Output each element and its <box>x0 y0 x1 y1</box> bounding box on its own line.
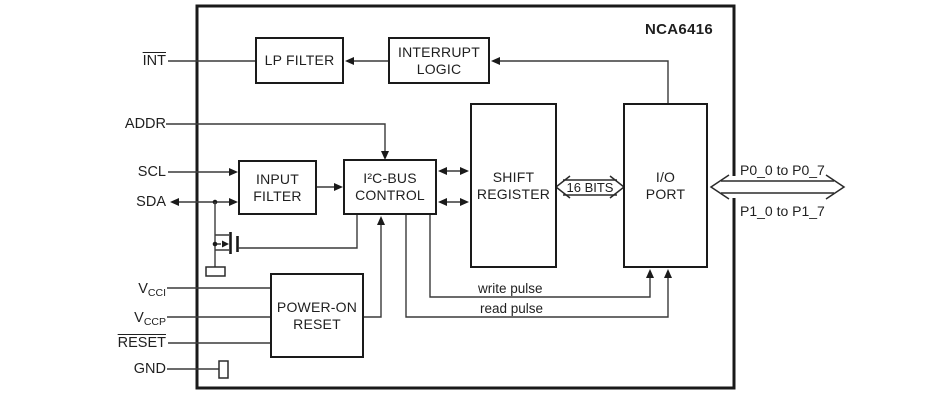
pin-label-vcci: VCCI <box>112 280 166 302</box>
bus-width-label: 16 BITS <box>566 180 614 195</box>
mosfet-symbol <box>205 202 358 277</box>
pin-label-int: INT <box>112 52 166 70</box>
sda-wire <box>170 198 238 206</box>
pin-label-gnd: GND <box>112 360 166 378</box>
port-bus-arrow <box>709 174 846 200</box>
pin-label-int-text: INT <box>142 53 166 69</box>
read-pulse-wire <box>405 215 672 318</box>
gnd-wire <box>167 360 229 379</box>
block-io-port: I/O PORT <box>623 103 708 268</box>
block-shift-register: SHIFT REGISTER <box>470 103 557 268</box>
substrate-terminal <box>205 266 226 277</box>
ioport-to-intlogic-wire <box>491 57 669 103</box>
block-power-on-reset: POWER-ON RESET <box>270 273 364 358</box>
intlogic-to-lpfilter-wire <box>345 57 388 65</box>
pin-label-scl: SCL <box>112 163 166 181</box>
addr-wire <box>166 123 389 160</box>
block-i2c-bus-control: I²C-BUS CONTROL <box>343 159 437 215</box>
write-pulse-label: write pulse <box>478 281 543 296</box>
block-input-filter-label: INPUT FILTER <box>253 170 302 204</box>
write-pulse-wire <box>429 215 654 298</box>
pin-label-sda: SDA <box>112 193 166 211</box>
port-label-p1: P1_0 to P1_7 <box>740 203 825 219</box>
pin-label-addr-text: ADDR <box>124 116 166 132</box>
block-power-on-reset-label: POWER-ON RESET <box>276 298 358 332</box>
block-lp-filter-label: LP FILTER <box>264 52 335 68</box>
filter-to-i2c-wire <box>317 183 343 191</box>
block-lp-filter: LP FILTER <box>255 37 344 84</box>
block-io-port-label: I/O PORT <box>645 168 686 202</box>
gnd-terminal <box>218 360 229 379</box>
pin-label-vccp-sub: CCP <box>143 316 166 328</box>
por-wire <box>364 216 385 318</box>
pin-label-addr: ADDR <box>112 115 166 133</box>
block-input-filter: INPUT FILTER <box>238 160 317 215</box>
block-interrupt-logic-label: INTERRUPT LOGIC <box>398 43 480 77</box>
pin-label-reset-text: RESET <box>117 335 166 351</box>
block-i2c-bus-control-label: I²C-BUS CONTROL <box>355 170 425 203</box>
pin-label-reset: RESET <box>112 334 166 352</box>
read-pulse-label: read pulse <box>480 301 544 316</box>
block-interrupt-logic: INTERRUPT LOGIC <box>388 37 490 84</box>
i2c-shift-bus-wires <box>438 167 469 206</box>
pin-label-vcci-base: V <box>138 281 148 297</box>
port-label-p0: P0_0 to P0_7 <box>740 162 825 178</box>
scl-wire <box>168 168 238 176</box>
pin-label-scl-text: SCL <box>137 164 166 180</box>
block-shift-register-label: SHIFT REGISTER <box>476 168 551 202</box>
pin-label-vcci-sub: CCI <box>147 287 166 299</box>
pin-label-vccp-base: V <box>134 310 144 326</box>
pin-label-vccp: VCCP <box>112 309 166 331</box>
pin-label-gnd-text: GND <box>133 361 166 377</box>
pin-label-sda-text: SDA <box>136 194 166 210</box>
chip-title: NCA6416 <box>645 21 713 38</box>
